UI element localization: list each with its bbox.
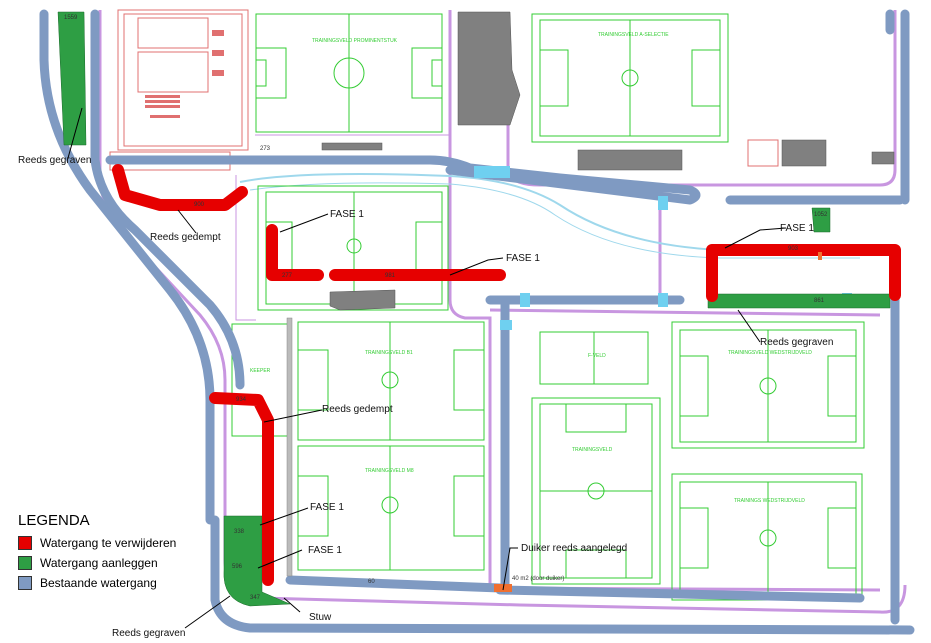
annotation-fase1-d: FASE 1 [310, 502, 344, 513]
hedge [286, 317, 293, 577]
label-347: 347 [250, 595, 261, 601]
bike-path [239, 173, 860, 251]
field-label-b1: TRAININGSVELD B1 [365, 350, 413, 356]
label-596: 596 [232, 564, 243, 570]
annotation-fase1-e: FASE 1 [308, 545, 342, 556]
field-label-trainings-wedstrijdveld: TRAININGS WEDSTRIJDVELD [734, 498, 805, 504]
label-981: 981 [385, 273, 396, 279]
legend-item-build: Watergang aanleggen [18, 553, 218, 573]
label-861: 861 [814, 298, 825, 304]
label-900: 900 [194, 202, 205, 208]
annotation-fase1-b: FASE 1 [506, 253, 540, 264]
field-label-m8: TRAININGSVELD M8 [365, 468, 414, 474]
field-label-keeper: KEEPER [250, 368, 271, 374]
label-1559: 1559 [64, 15, 78, 21]
annotation-reeds-gegraven-bottom: Reeds gegraven [112, 628, 186, 639]
athletics-track [109, 9, 249, 171]
label-903: 903 [788, 246, 799, 252]
field-label-trainingsveld: TRAININGSVELD [572, 447, 613, 453]
legend-label: Watergang aanleggen [40, 556, 158, 570]
buildings [321, 11, 895, 311]
existing-watercourses [39, 9, 915, 635]
annotation-reeds-gegraven-right: Reeds gegraven [760, 337, 834, 348]
legend: LEGENDA Watergang te verwijderen Waterga… [18, 512, 218, 593]
road-outline [235, 134, 450, 321]
field-label-wedstrijdveld: TRAININGSVELD WEDSTRIJDVELD [728, 350, 812, 356]
legend-item-remove: Watergang te verwijderen [18, 533, 218, 553]
annotation-fase1-c: FASE 1 [780, 223, 814, 234]
legend-swatch-red [18, 536, 32, 550]
label-60: 60 [368, 579, 375, 585]
annotation-fase1-a: FASE 1 [330, 209, 364, 220]
athletics-details [145, 30, 224, 118]
sports-fields [231, 13, 865, 601]
legend-label: Bestaande watergang [40, 576, 157, 590]
field-label-f-veld: F-VELD [588, 353, 606, 359]
label-1052: 1052 [814, 212, 828, 218]
bike-path-2 [249, 182, 860, 259]
legend-swatch-green [18, 556, 32, 570]
annotation-stuw: Stuw [309, 612, 332, 623]
annotation-reeds-gedempt-top: Reeds gedempt [150, 232, 221, 243]
field-label-prominentstuk: TRAININGSVELD PROMINENTSTUK [312, 38, 398, 44]
legend-title: LEGENDA [18, 512, 90, 529]
removed-watercourses [112, 164, 901, 586]
label-277: 277 [282, 273, 293, 279]
annotation-reeds-gegraven-topleft: Reeds gegraven [18, 155, 92, 166]
legend-label: Watergang te verwijderen [40, 536, 177, 550]
label-934: 934 [236, 397, 247, 403]
label-40m2: 40 m2 (door duiker) [512, 576, 565, 582]
legend-swatch-blue [18, 576, 32, 590]
legend-item-existing: Bestaande watergang [18, 573, 218, 593]
new-watercourses [57, 11, 891, 607]
label-338: 338 [234, 529, 245, 535]
orange-mark [818, 252, 822, 260]
annotation-duiker: Duiker reeds aangelegd [521, 543, 628, 554]
leader-lines [67, 107, 787, 629]
field-label-a-selectie: TRAININGSVELD A-SELECTIE [598, 32, 669, 38]
annotation-reeds-gedempt-mid: Reeds gedempt [322, 404, 393, 415]
label-273: 273 [260, 146, 271, 152]
small-building-red [747, 139, 779, 167]
